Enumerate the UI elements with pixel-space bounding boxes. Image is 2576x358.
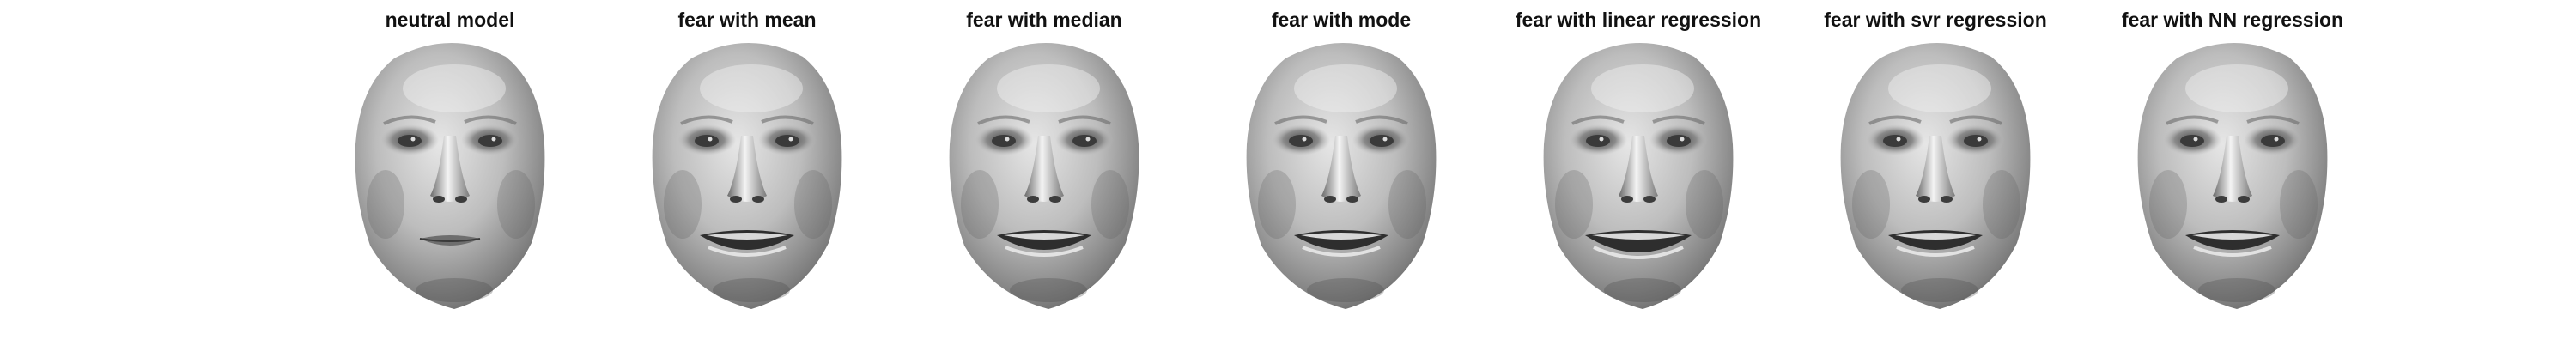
face-mesh <box>2137 42 2328 310</box>
face-mesh <box>1246 42 1437 310</box>
face-mesh <box>652 42 842 310</box>
face-mesh <box>1840 42 2031 310</box>
panel-title: fear with mean <box>677 9 817 31</box>
face-render <box>1840 42 2031 310</box>
face-panel: fear with mode <box>1217 0 1466 358</box>
face-panel: fear with linear regression <box>1514 0 1763 358</box>
panel-title: neutral model <box>385 9 515 31</box>
face-panel: neutral model <box>325 0 574 358</box>
face-render <box>2137 42 2328 310</box>
face-mesh <box>355 42 545 310</box>
face-render <box>949 42 1139 310</box>
face-render <box>1246 42 1437 310</box>
face-panel: fear with svr regression <box>1811 0 2060 358</box>
face-mesh <box>949 42 1139 310</box>
face-render <box>355 42 545 310</box>
panel-title: fear with mode <box>1271 9 1412 31</box>
panel-title: fear with median <box>966 9 1122 31</box>
face-render <box>652 42 842 310</box>
face-panel: fear with median <box>920 0 1169 358</box>
face-panel: fear with NN regression <box>2108 0 2357 358</box>
face-mesh <box>1543 42 1734 310</box>
panel-title: fear with linear regression <box>1515 9 1762 31</box>
panel-title: fear with svr regression <box>1824 9 2047 31</box>
face-panel: fear with mean <box>623 0 872 358</box>
face-render <box>1543 42 1734 310</box>
panel-title: fear with NN regression <box>2121 9 2344 31</box>
